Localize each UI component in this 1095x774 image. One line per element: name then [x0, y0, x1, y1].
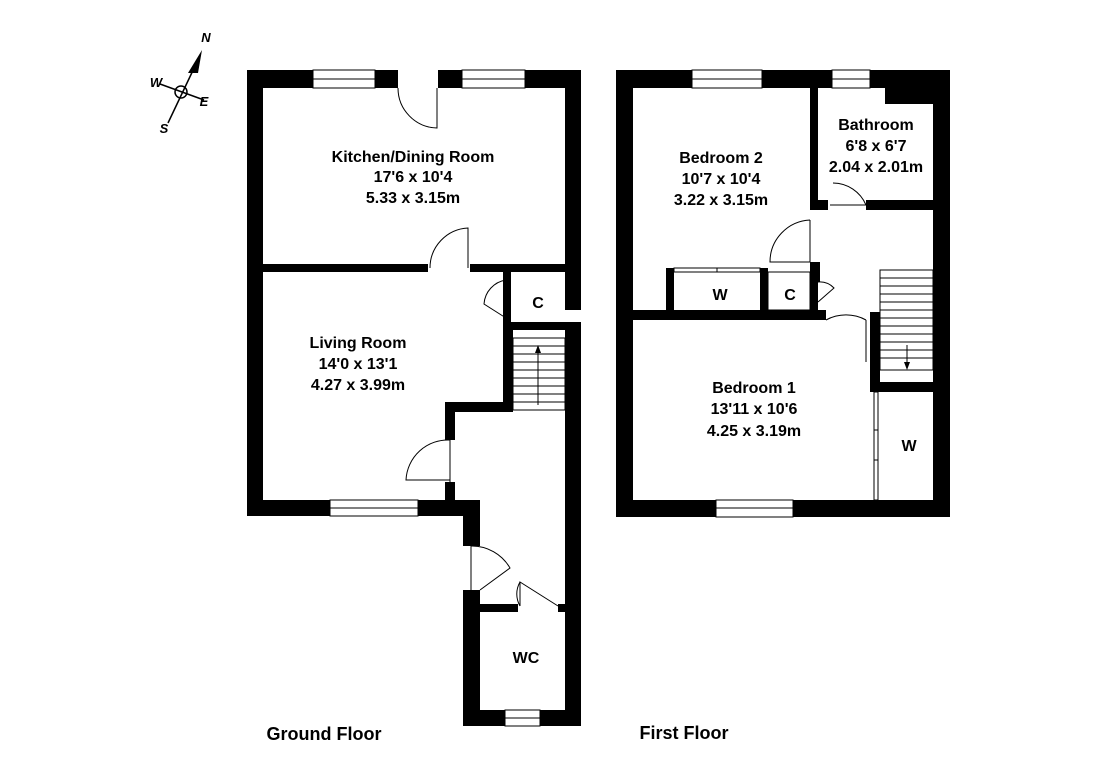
living-imperial: 14'0 x 13'1 — [319, 356, 398, 373]
kitchen-imperial: 17'6 x 10'4 — [374, 169, 453, 186]
compass-s: S — [160, 121, 169, 136]
first-floor-plan: Bedroom 2 10'7 x 10'4 3.22 x 3.15m Bathr… — [616, 69, 950, 743]
bedroom2-imperial: 10'7 x 10'4 — [682, 171, 761, 188]
bedroom2-name: Bedroom 2 — [679, 150, 763, 167]
living-metric: 4.27 x 3.99m — [311, 377, 405, 394]
ground-floor-plan: Kitchen/Dining Room 17'6 x 10'4 5.33 x 3… — [247, 69, 581, 744]
first-floor-label: First Floor — [640, 723, 729, 743]
bathroom-metric: 2.04 x 2.01m — [829, 159, 923, 176]
ground-floor-label: Ground Floor — [267, 724, 382, 744]
compass-n: N — [201, 30, 211, 45]
bedroom1-metric: 4.25 x 3.19m — [707, 423, 801, 440]
bedroom1-imperial: 13'11 x 10'6 — [711, 401, 798, 418]
wc-label: WC — [513, 650, 540, 667]
wardrobe-lower-label: W — [901, 438, 917, 455]
compass-icon: N E S W — [150, 30, 211, 136]
bathroom-name: Bathroom — [838, 117, 914, 134]
living-name: Living Room — [310, 335, 407, 352]
compass-w: W — [150, 75, 164, 90]
kitchen-metric: 5.33 x 3.15m — [366, 190, 460, 207]
kitchen-name: Kitchen/Dining Room — [332, 149, 495, 166]
bathroom-imperial: 6'8 x 6'7 — [846, 138, 907, 155]
first-cupboard-label: C — [784, 287, 796, 304]
bedroom1-name: Bedroom 1 — [712, 380, 796, 397]
wardrobe-upper-label: W — [712, 287, 728, 304]
bedroom2-metric: 3.22 x 3.15m — [674, 192, 768, 209]
ground-cupboard-label: C — [532, 295, 544, 312]
compass-e: E — [200, 94, 209, 109]
